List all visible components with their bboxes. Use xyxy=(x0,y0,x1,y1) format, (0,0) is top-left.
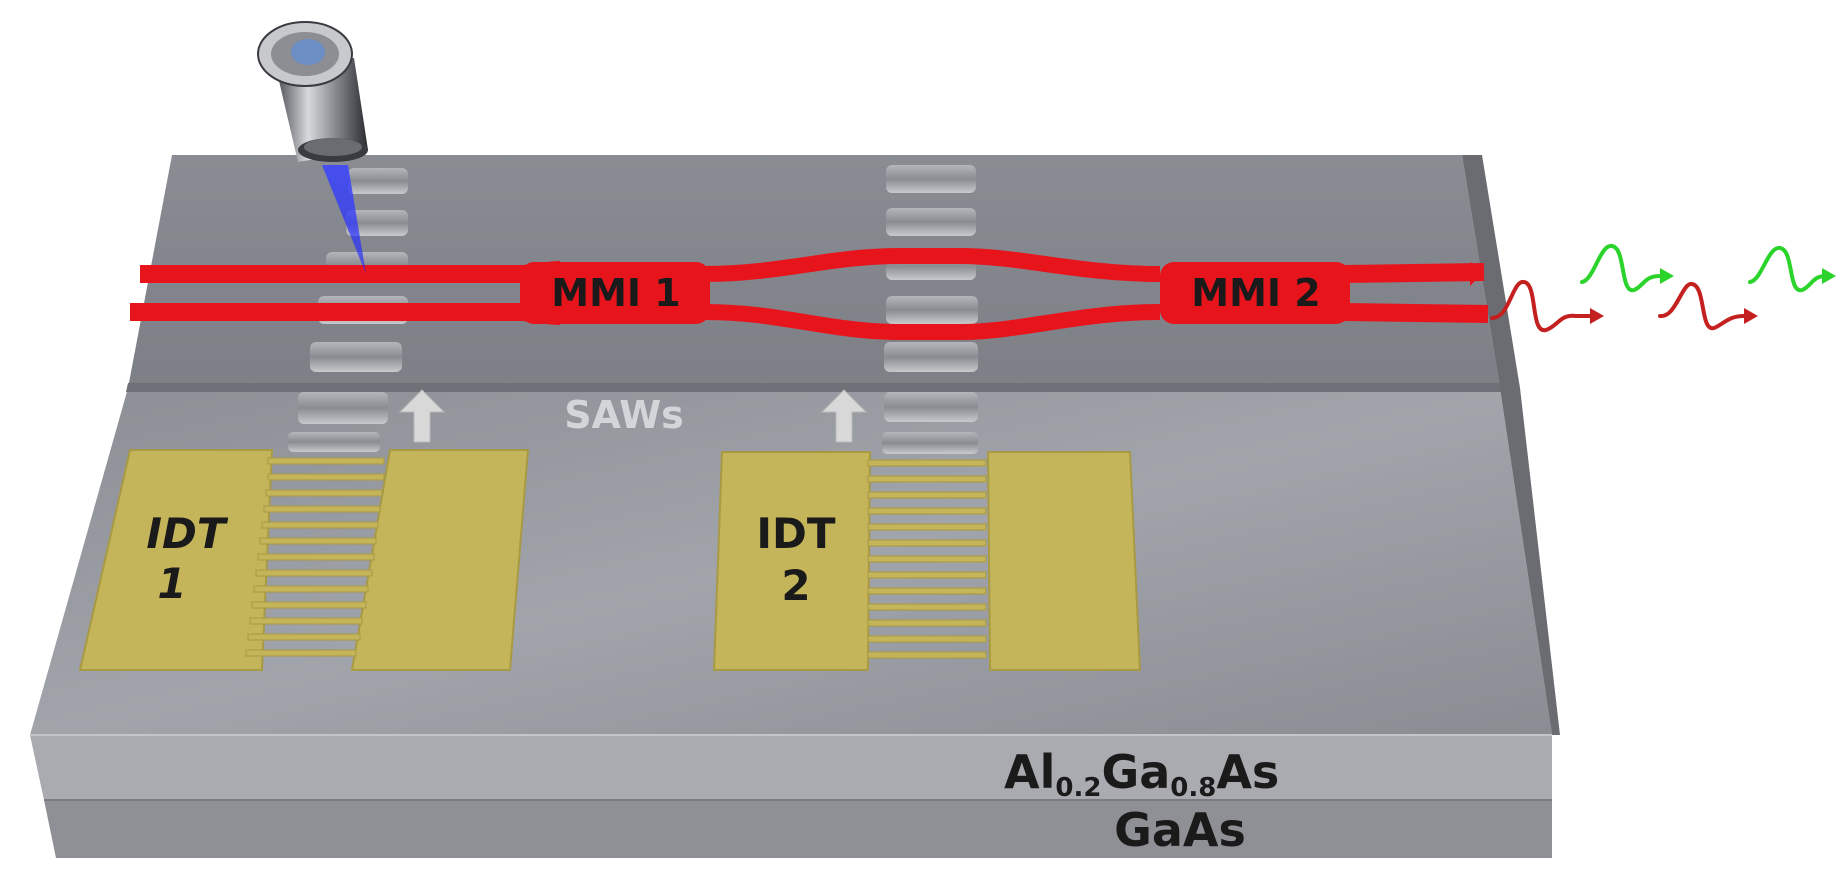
step-edge xyxy=(126,383,1502,392)
mmi2-label: MMI 2 xyxy=(1191,271,1320,315)
idt1-label-line1: IDT xyxy=(146,509,228,558)
right-side-lower xyxy=(1500,388,1560,735)
waveguide-network xyxy=(130,248,1489,340)
idt2-label-line1: IDT xyxy=(756,509,835,558)
idt2-label-line2: 2 xyxy=(781,561,810,610)
idt2-fingers xyxy=(867,459,987,659)
idt2-pad-left xyxy=(712,451,872,671)
idt1-fingers xyxy=(245,457,385,657)
al-text: Al xyxy=(1004,745,1055,799)
mmi1-block xyxy=(520,262,710,324)
up-arrow-icon xyxy=(820,389,868,443)
saws-label: SAWs xyxy=(564,393,684,437)
idt1-pad-left xyxy=(78,449,274,671)
ga-text: Ga xyxy=(1101,745,1170,799)
as-text: As xyxy=(1216,745,1279,799)
idt2-pad-right xyxy=(986,451,1142,671)
right-side xyxy=(1462,155,1520,388)
up-arrow-icon xyxy=(398,389,446,443)
layer-gaas-label: GaAs xyxy=(1114,803,1246,857)
saw-ridges-right xyxy=(882,165,978,454)
layer-gaas xyxy=(44,800,1552,858)
layer-algaas-label: Al0.2Ga0.8As xyxy=(1004,745,1279,803)
microscope-objective-icon xyxy=(257,21,368,162)
idt-1 xyxy=(78,449,530,671)
mmi1-label: MMI 1 xyxy=(551,271,680,315)
idt1-pad-right xyxy=(350,449,530,671)
idt-2 xyxy=(712,451,1142,671)
laser-beam xyxy=(322,165,366,274)
wavy-arrow-icon xyxy=(1490,244,1836,333)
layer-algaas xyxy=(30,735,1552,800)
mmi2-block xyxy=(1160,262,1350,324)
ga-subscript: 0.8 xyxy=(1170,773,1216,803)
idt1-label-line2: 1 xyxy=(157,559,186,608)
al-subscript: 0.2 xyxy=(1055,773,1101,803)
